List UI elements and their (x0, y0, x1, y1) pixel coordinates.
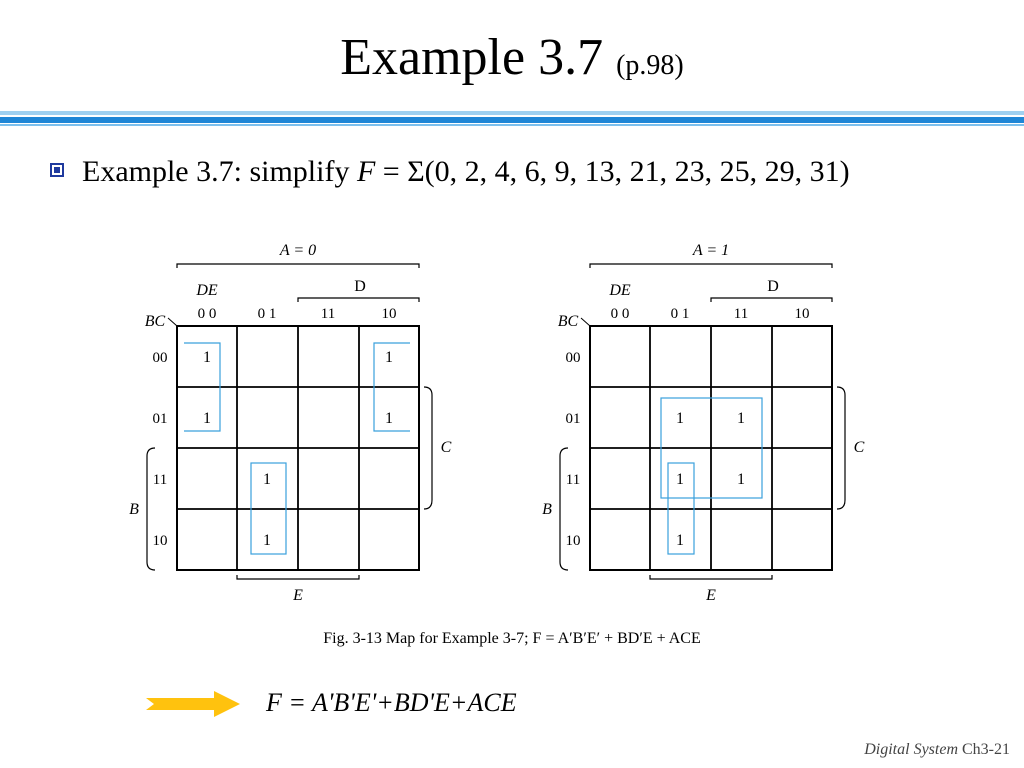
kmap-row-label: 00 (566, 350, 581, 366)
group-a-b-e-left (184, 342, 221, 432)
footer-chapter: Ch3-21 (958, 741, 1010, 758)
group-bd-e (667, 462, 695, 555)
kmap-cell: 1 (676, 410, 684, 427)
arrow-right-icon (146, 691, 240, 717)
b-brace (559, 447, 569, 571)
figure-caption: Fig. 3-13 Map for Example 3-7; F = A′B′E… (323, 630, 701, 647)
title-rule-light (0, 111, 1024, 115)
kmap-d-label: D (767, 278, 779, 295)
kmap-cell: 1 (737, 471, 745, 488)
kmap-row-label: 01 (153, 411, 168, 427)
title-main: Example 3.7 (340, 29, 604, 86)
kmap-c-label: C (854, 439, 865, 456)
title-rule-thin (0, 124, 1024, 126)
kmap-cell: 1 (737, 410, 745, 427)
slide-title: Example 3.7 (p.98) (0, 28, 1024, 96)
footer-system: Digital System (864, 741, 958, 758)
kmap-a1: A = 1 DE D BC 0 0 0 1 11 10 00 01 11 10 … (542, 242, 865, 604)
kmap-bc-label: BC (145, 313, 166, 330)
e-bracket (649, 575, 773, 580)
bullet-text: Example 3.7: simplify F = Σ(0, 2, 4, 6, … (82, 152, 850, 192)
slide-footer: Digital System Ch3-21 (864, 740, 1010, 760)
bullet-f: F (356, 155, 376, 188)
kmap-col-label: 11 (734, 306, 748, 322)
kmap-row-label: 10 (153, 533, 168, 549)
kmap-a-label: A = 0 (279, 242, 316, 259)
d-bracket (710, 297, 833, 302)
b-brace (146, 447, 156, 571)
c-brace (836, 386, 846, 510)
kmap-col-label: 10 (382, 306, 397, 322)
kmap-a0: A = 0 DE D BC 0 0 0 1 11 10 00 01 11 10 … (129, 242, 452, 604)
kmap-col-label: 0 1 (671, 306, 690, 322)
kmap-a-label: A = 1 (692, 242, 729, 259)
bullet-minterms: = Σ(0, 2, 4, 6, 9, 13, 21, 23, 25, 29, 3… (375, 155, 850, 188)
kmap-col-label: 0 0 (611, 306, 630, 322)
kmap-col-label: 11 (321, 306, 335, 322)
result-expression: F = A'B'E'+BD'E+ACE (266, 688, 517, 717)
kmap-col-label: 10 (795, 306, 810, 322)
kmap-de-label: DE (608, 282, 631, 299)
kmap-b-label: B (129, 501, 139, 518)
c-brace (423, 386, 433, 510)
kmap-row-label: 11 (153, 472, 167, 488)
kmap-row-label: 00 (153, 350, 168, 366)
title-rule-main (0, 117, 1024, 123)
d-bracket (297, 297, 420, 302)
kmap-cell: 1 (203, 410, 211, 427)
kmap-cell: 1 (203, 349, 211, 366)
kmap-c-label: C (441, 439, 452, 456)
a-brace (589, 263, 833, 268)
kmap-cell: 1 (263, 532, 271, 549)
kmap-cell: 1 (263, 471, 271, 488)
group-ace (660, 397, 763, 499)
e-bracket (236, 575, 360, 580)
kmap-cell: 1 (385, 410, 393, 427)
kmap-row-label: 10 (566, 533, 581, 549)
kmap-cell: 1 (676, 471, 684, 488)
kmap-e-label: E (705, 587, 716, 604)
group-bd-e (250, 462, 287, 555)
title-page-ref: (p.98) (616, 50, 684, 81)
kmap-cell: 1 (676, 532, 684, 549)
bullet-prefix: Example 3.7: simplify (82, 155, 357, 188)
kmap-col-label: 0 1 (258, 306, 277, 322)
kmap-diagonal (167, 317, 178, 327)
kmap-bc-label: BC (558, 313, 579, 330)
kmap-row-label: 11 (566, 472, 580, 488)
kmap-d-label: D (354, 278, 366, 295)
kmap-diagonal (580, 317, 591, 327)
kmap-de-label: DE (195, 282, 218, 299)
square-bullet-icon (50, 163, 64, 177)
kmap-e-label: E (292, 587, 303, 604)
kmap-b-label: B (542, 501, 552, 518)
group-a-b-e-right (373, 342, 410, 432)
kmap-col-label: 0 0 (198, 306, 217, 322)
a-brace (176, 263, 420, 268)
kmap-cell: 1 (385, 349, 393, 366)
kmap-row-label: 01 (566, 411, 581, 427)
